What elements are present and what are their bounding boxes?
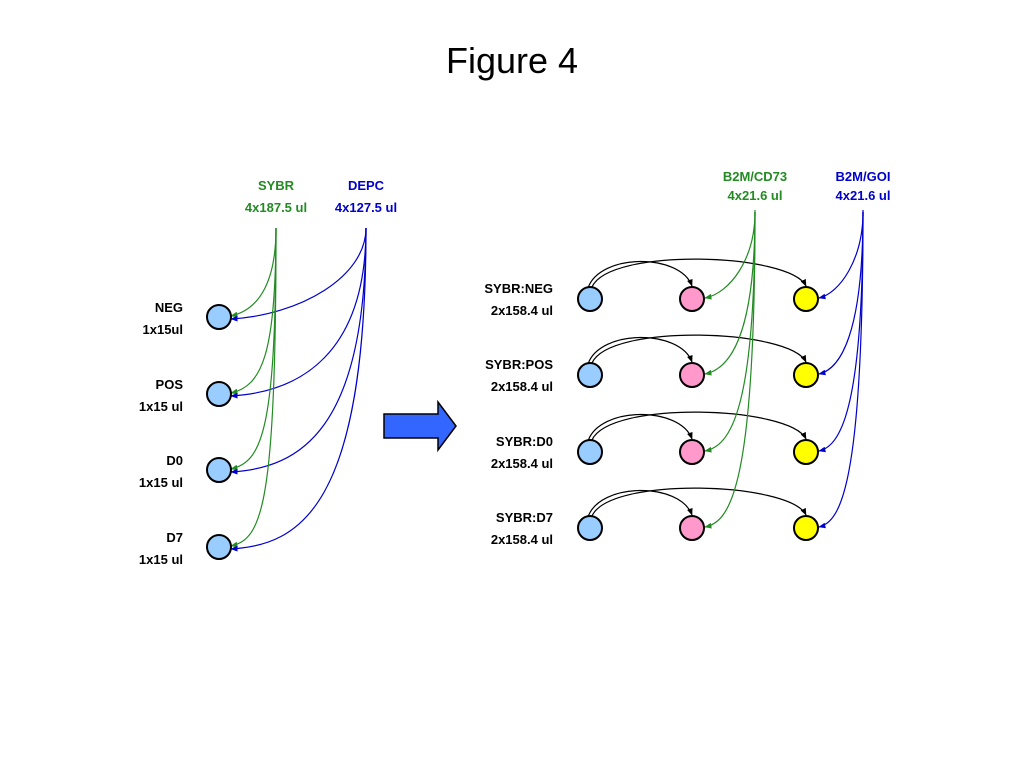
tube-label-d0: D0 (166, 453, 183, 468)
tube-label-pos: POS (156, 377, 184, 392)
tube-volume-pos: 1x15 ul (139, 399, 183, 414)
transfer-arc-yellow-sybr-d7 (591, 487, 807, 517)
transfer-arc-pink-sybr-d7 (587, 489, 693, 518)
depc-transfer-d7 (230, 227, 367, 552)
depc-transfer-pos (230, 227, 367, 399)
reagent-volume-depc: 4x127.5 ul (335, 200, 397, 215)
tube-d7 (206, 534, 232, 560)
row-label-sybr-d7: SYBR:D7 (496, 510, 553, 525)
tube-blue-sybr-pos (577, 362, 603, 388)
row-label-sybr-pos: SYBR:POS (485, 357, 553, 372)
tube-d0 (206, 457, 232, 483)
right-arrow-icon (383, 399, 457, 453)
row-label-sybr-d0: SYBR:D0 (496, 434, 553, 449)
tubes (206, 286, 819, 560)
goi-transfer-sybr-pos (818, 211, 864, 376)
tube-yellow-sybr-pos (793, 362, 819, 388)
tube-pink-sybr-d0 (679, 439, 705, 465)
tube-blue-sybr-d0 (577, 439, 603, 465)
tube-pink-sybr-neg (679, 286, 705, 312)
tube-neg (206, 304, 232, 330)
row-volume-sybr-d0: 2x158.4 ul (491, 456, 553, 471)
row-label-sybr-neg: SYBR:NEG (484, 281, 553, 296)
cd73-transfer-sybr-d0 (704, 211, 756, 453)
cd73-transfer-sybr-neg (704, 211, 756, 300)
tube-yellow-sybr-neg (793, 286, 819, 312)
tube-yellow-sybr-d0 (793, 439, 819, 465)
transfer-lines (230, 210, 864, 552)
reagent-volume-sybr: 4x187.5 ul (245, 200, 307, 215)
transfer-arc-yellow-sybr-d0 (591, 411, 807, 441)
tube-label-d7: D7 (166, 530, 183, 545)
reagent-volume-b2m-goi: 4x21.6 ul (836, 188, 891, 203)
sybr-transfer-pos (230, 227, 277, 395)
reagent-volume-b2m-cd73: 4x21.6 ul (728, 188, 783, 203)
tube-blue-sybr-d7 (577, 515, 603, 541)
transfer-arc-pink-sybr-neg (587, 260, 693, 289)
labels: SYBR 4x187.5 ul DEPC 4x127.5 ul NEG 1x15ulPOS… (139, 169, 891, 567)
tube-label-neg: NEG (155, 300, 183, 315)
goi-transfer-sybr-neg (818, 211, 864, 300)
sybr-transfer-d7 (230, 227, 277, 548)
tube-pink-sybr-d7 (679, 515, 705, 541)
sybr-transfer-d0 (230, 227, 277, 471)
transfer-arc-pink-sybr-pos (587, 336, 693, 365)
depc-transfer-d0 (230, 227, 367, 475)
depc-transfer-neg (230, 227, 367, 322)
row-volume-sybr-neg: 2x158.4 ul (491, 303, 553, 318)
row-volume-sybr-pos: 2x158.4 ul (491, 379, 553, 394)
reagent-label-b2m-goi: B2M/GOI (836, 169, 891, 184)
reagent-label-sybr: SYBR (258, 178, 295, 193)
tube-volume-d0: 1x15 ul (139, 475, 183, 490)
transfer-arc-pink-sybr-d0 (587, 413, 693, 442)
transfer-arc-yellow-sybr-neg (591, 258, 807, 288)
tube-pos (206, 381, 232, 407)
transfer-arc-yellow-sybr-pos (591, 334, 807, 364)
tube-yellow-sybr-d7 (793, 515, 819, 541)
cd73-transfer-sybr-d7 (704, 211, 756, 529)
tube-blue-sybr-neg (577, 286, 603, 312)
row-volume-sybr-d7: 2x158.4 ul (491, 532, 553, 547)
goi-transfer-sybr-d7 (818, 211, 864, 529)
tube-volume-neg: 1x15ul (143, 322, 183, 337)
page-title: Figure 4 (445, 40, 579, 81)
cd73-transfer-sybr-pos (704, 211, 756, 376)
reagent-label-depc: DEPC (348, 178, 385, 193)
sybr-transfer-neg (230, 227, 277, 318)
tube-volume-d7: 1x15 ul (139, 552, 183, 567)
tube-pink-sybr-pos (679, 362, 705, 388)
reagent-label-b2m-cd73: B2M/CD73 (723, 169, 787, 184)
